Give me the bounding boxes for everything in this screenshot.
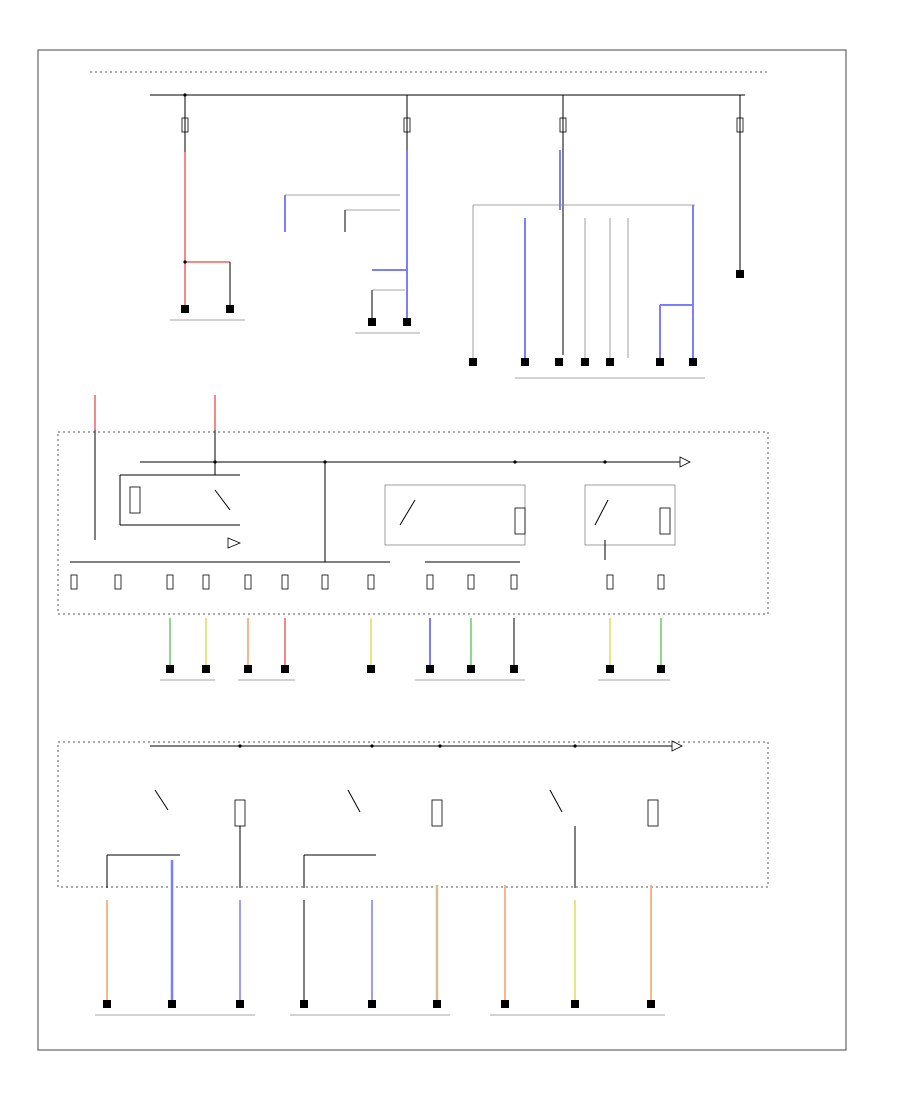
fuse-1 <box>181 95 189 152</box>
middle-section <box>57 395 769 681</box>
fuse-4 <box>736 95 744 152</box>
fuse-2 <box>403 95 411 152</box>
top-section <box>90 71 768 379</box>
fuse-3 <box>559 95 567 152</box>
bottom-section <box>57 740 769 1016</box>
page-frame <box>37 49 847 1051</box>
